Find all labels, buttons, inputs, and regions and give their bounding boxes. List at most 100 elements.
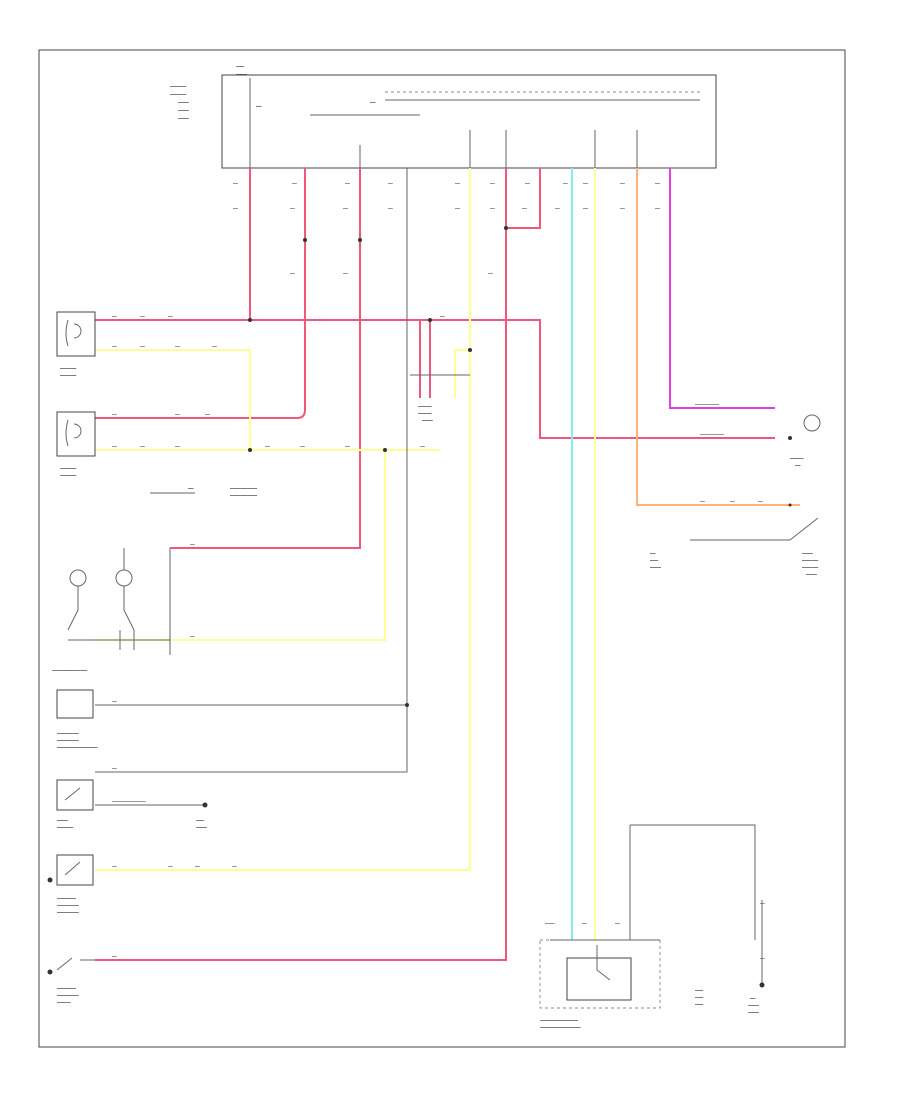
svg-text:━━: ━━ — [387, 206, 393, 211]
svg-text:━━: ━━ — [232, 181, 238, 186]
svg-text:━━━━━━━: ━━━━━━━ — [56, 897, 76, 902]
wire-tags: ━━━━━━ ━━ ━━━━━━━━ ━━━━━━ ━━━━━━ ━━━━━━ … — [111, 314, 765, 961]
svg-text:━━: ━━ — [111, 699, 117, 704]
svg-text:━━━━━━━━: ━━━━━━━━ — [56, 732, 79, 737]
svg-text:━━: ━━ — [454, 181, 460, 186]
svg-text:━━: ━━ — [759, 901, 765, 906]
svg-text:━━: ━━ — [454, 206, 460, 211]
svg-text:━━: ━━ — [794, 464, 801, 469]
control-module: ━━━━━━ ━━━━━━ ━━━━ ━━━━ ━━━━ ━━━ ━━━━ ━━… — [169, 65, 717, 169]
svg-text:━━: ━━ — [649, 552, 656, 557]
svg-text:━━: ━━ — [174, 412, 180, 417]
svg-text:━━: ━━ — [139, 314, 145, 319]
svg-text:━━: ━━ — [111, 344, 117, 349]
svg-text:━━━━━━: ━━━━━━ — [801, 566, 819, 571]
svg-text:━━━━━━: ━━━━━━ — [59, 474, 77, 479]
svg-text:━━: ━━ — [189, 542, 195, 547]
svg-text:━━━━━━━━━━: ━━━━━━━━━━ — [229, 494, 257, 499]
pink-wires — [95, 168, 775, 961]
svg-text:━━━: ━━━ — [694, 1003, 703, 1008]
svg-text:━━: ━━ — [699, 499, 705, 504]
svg-text:━━: ━━ — [419, 444, 425, 449]
svg-text:━━━━━━━━━━━━━━━: ━━━━━━━━━━━━━━━ — [539, 1026, 581, 1031]
svg-text:━━━━━: ━━━━━ — [789, 457, 804, 462]
svg-text:━━━: ━━━ — [694, 996, 703, 1001]
svg-text:━━━━: ━━━━ — [177, 109, 189, 114]
svg-text:━━━━: ━━━━ — [649, 566, 661, 571]
magenta-wire — [669, 168, 775, 409]
svg-text:━━: ━━ — [189, 634, 195, 639]
yellow-wires — [95, 168, 596, 940]
svg-text:━━━━━━━━━━: ━━━━━━━━━━ — [699, 432, 725, 437]
svg-text:━━━━: ━━━━ — [177, 117, 189, 122]
svg-text:━━: ━━ — [344, 181, 350, 186]
svg-text:━━━━: ━━━━ — [421, 419, 433, 424]
svg-text:━━━━━━: ━━━━━━ — [169, 85, 187, 90]
svg-text:━━: ━━ — [759, 956, 765, 961]
svg-text:━━━━━: ━━━━━ — [417, 412, 432, 417]
svg-text:━━: ━━ — [554, 206, 560, 211]
svg-text:━━━━━━: ━━━━━━ — [59, 467, 77, 472]
svg-text:━━━━━━━: ━━━━━━━ — [56, 987, 76, 992]
svg-text:━━━━━━: ━━━━━━ — [59, 374, 77, 379]
svg-text:━━: ━━ — [167, 314, 173, 319]
svg-text:━━━: ━━━ — [235, 65, 244, 70]
svg-text:━━━━━━: ━━━━━━ — [169, 93, 187, 98]
gray-wires — [95, 168, 763, 985]
svg-text:━━: ━━ — [111, 444, 117, 449]
svg-text:━━━: ━━━ — [694, 989, 703, 994]
svg-text:━━: ━━ — [581, 921, 587, 926]
svg-text:━━: ━━ — [204, 412, 210, 417]
svg-text:━━━━━━━━━━━━━━: ━━━━━━━━━━━━━━ — [539, 1019, 578, 1024]
center-junction-block: ━━━━━ ━━━━━ ━━━━ ━━━━━━━━━━ ━━━━━━━━━━ ━… — [187, 374, 470, 499]
svg-text:━━: ━━ — [524, 181, 530, 186]
svg-text:━━━━: ━━━━ — [801, 552, 813, 557]
svg-text:━━━━: ━━━━ — [544, 921, 555, 926]
svg-text:━━━━: ━━━━ — [235, 73, 247, 78]
svg-text:━━: ━━ — [749, 997, 756, 1002]
svg-text:━━: ━━ — [111, 314, 117, 319]
svg-text:━━: ━━ — [521, 206, 527, 211]
svg-text:━━: ━━ — [342, 206, 348, 211]
svg-text:━━━━: ━━━━ — [177, 101, 189, 106]
svg-text:━━: ━━ — [299, 444, 305, 449]
right-rear-lamp-component: ━━━━━━ ━━━━━━ — [56, 411, 96, 479]
svg-text:━━: ━━ — [255, 105, 262, 110]
svg-text:━━: ━━ — [562, 181, 568, 186]
svg-text:━━: ━━ — [344, 444, 350, 449]
module-pin-labels: ━━━━ ━━━━ ━━━━ ━━━━ ━━━━ ━━━━ ━━━━ ━━━━ … — [232, 181, 660, 276]
svg-text:━━: ━━ — [111, 954, 117, 959]
svg-text:━━━━: ━━━━ — [195, 826, 207, 831]
svg-text:━━: ━━ — [289, 271, 295, 276]
svg-text:━━: ━━ — [757, 499, 763, 504]
svg-text:━━━━━━━━━━━━━━━: ━━━━━━━━━━━━━━━ — [56, 746, 98, 751]
svg-text:━━: ━━ — [654, 181, 660, 186]
svg-text:━━: ━━ — [369, 101, 376, 106]
svg-text:━━: ━━ — [289, 206, 295, 211]
right-components: ━━━━━ ━━ ━━ ━━━ ━━━━ ━━━━ ━━━━━━ ━━━━━━ … — [649, 414, 821, 578]
svg-text:━━: ━━ — [231, 864, 237, 869]
left-rear-lamp-component: ━━━━━━ ━━━━━━ — [56, 311, 96, 379]
svg-text:━━: ━━ — [342, 271, 348, 276]
svg-text:━━━━━━━━: ━━━━━━━━ — [56, 994, 79, 999]
svg-text:━━: ━━ — [487, 271, 493, 276]
svg-text:━━━━━━━━━━━━━━: ━━━━━━━━━━━━━━ — [111, 799, 146, 804]
svg-text:━━━━: ━━━━ — [747, 1004, 759, 1009]
svg-text:━━: ━━ — [174, 344, 180, 349]
svg-text:━━: ━━ — [111, 864, 117, 869]
svg-text:━━: ━━ — [387, 181, 393, 186]
svg-text:━━━━━━━━: ━━━━━━━━ — [56, 911, 79, 916]
svg-text:━━: ━━ — [439, 314, 445, 319]
svg-text:━━: ━━ — [489, 206, 495, 211]
svg-text:━━: ━━ — [211, 344, 217, 349]
junction-dots — [202, 226, 765, 988]
bottom-right-module: ━━━━ ━━ ━━ ━━━━━━━━━━━━━━ ━━━━━━━━━━━━━━… — [539, 921, 759, 1031]
svg-text:━━: ━━ — [619, 206, 625, 211]
svg-text:━━: ━━ — [619, 181, 625, 186]
svg-text:━━━━━━━━━━━━━: ━━━━━━━━━━━━━ — [51, 669, 88, 674]
svg-text:━━: ━━ — [139, 344, 145, 349]
svg-text:━━: ━━ — [291, 181, 297, 186]
svg-text:━━━━━━━━━━: ━━━━━━━━━━ — [229, 487, 257, 492]
svg-text:━━━━: ━━━━ — [805, 573, 817, 578]
